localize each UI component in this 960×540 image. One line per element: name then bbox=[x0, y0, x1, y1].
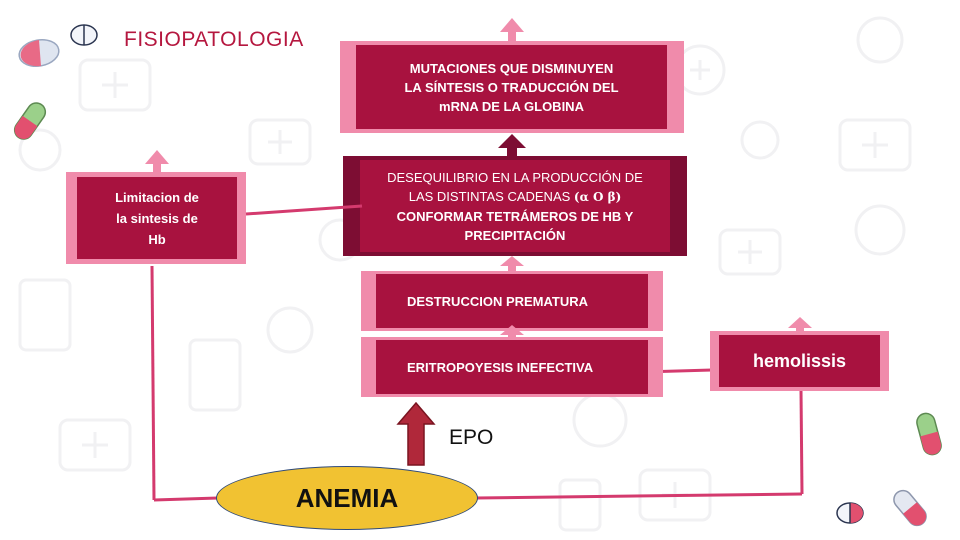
tablet-icon bbox=[70, 24, 98, 46]
hemolisis-label: hemolissis bbox=[752, 350, 847, 371]
page-title: FISIOPATOLOGIA bbox=[124, 28, 304, 51]
capsule-icon bbox=[916, 412, 942, 456]
eritropoyesis-label: ERITROPOYESIS INEFECTIVA bbox=[407, 359, 594, 375]
destruccion-label: DESTRUCCION PREMATURA bbox=[407, 293, 589, 309]
destruccion-box: DESTRUCCION PREMATURA bbox=[376, 274, 648, 328]
hemolisis-box: hemolissis bbox=[719, 335, 880, 387]
hemolisis-up-arrow-icon bbox=[788, 317, 812, 328]
desequilibrio-line4: PRECIPITACIÓN bbox=[464, 227, 566, 243]
up-arrow-icon bbox=[500, 18, 524, 32]
mutaciones-line2: LA SÍNTESIS O TRADUCCIÓN DEL bbox=[404, 79, 619, 95]
mutaciones-line3: mRNA DE LA GLOBINA bbox=[439, 98, 584, 114]
dark-up-arrow-icon bbox=[498, 134, 526, 148]
limitacion-arrow-stem bbox=[153, 161, 161, 173]
limitacion-box: Limitacion de la sintesis de Hb bbox=[77, 177, 237, 259]
mutaciones-line1: MUTACIONES QUE DISMINUYEN bbox=[409, 60, 614, 76]
destruccion-up-arrow-icon bbox=[500, 256, 524, 266]
limitacion-line2: la sintesis de bbox=[116, 210, 198, 226]
epo-label: EPO bbox=[449, 426, 494, 449]
anemia-label: ANEMIA bbox=[295, 482, 399, 513]
desequilibrio-line2: LAS DISTINTAS CADENAS (α O β) bbox=[409, 187, 622, 207]
desequilibrio-line2a: LAS DISTINTAS CADENAS bbox=[408, 188, 574, 204]
desequilibrio-line2b: (α O β) bbox=[573, 189, 622, 204]
desequilibrio-line3: CONFORMAR TETRÁMEROS DE HB Y bbox=[396, 208, 634, 224]
capsule-icon bbox=[893, 489, 927, 527]
limitacion-line3: Hb bbox=[148, 231, 166, 247]
epo-arrow-icon bbox=[396, 402, 436, 466]
mutaciones-box: MUTACIONES QUE DISMINUYEN LA SÍNTESIS O … bbox=[356, 45, 667, 129]
desequilibrio-line1: DESEQUILIBRIO EN LA PRODUCCIÓN DE bbox=[387, 169, 643, 185]
eritropoyesis-arrow-stem bbox=[508, 333, 516, 339]
eritropoyesis-up-arrow-icon bbox=[500, 325, 524, 335]
tablet-icon bbox=[836, 502, 864, 524]
eritropoyesis-box: ERITROPOYESIS INEFECTIVA bbox=[376, 340, 648, 394]
limitacion-line1: Limitacion de bbox=[115, 189, 199, 205]
up-arrow-stem bbox=[508, 30, 516, 42]
capsule-icon bbox=[13, 102, 47, 140]
tablet-icon bbox=[18, 38, 60, 68]
destruccion-arrow-stem bbox=[508, 264, 516, 272]
desequilibrio-box: DESEQUILIBRIO EN LA PRODUCCIÓN DE LAS DI… bbox=[360, 160, 670, 252]
hemolisis-arrow-stem bbox=[796, 327, 804, 333]
limitacion-up-arrow-icon bbox=[145, 150, 169, 164]
anemia-node: ANEMIA bbox=[216, 466, 478, 530]
dark-arrow-stem bbox=[507, 146, 517, 158]
